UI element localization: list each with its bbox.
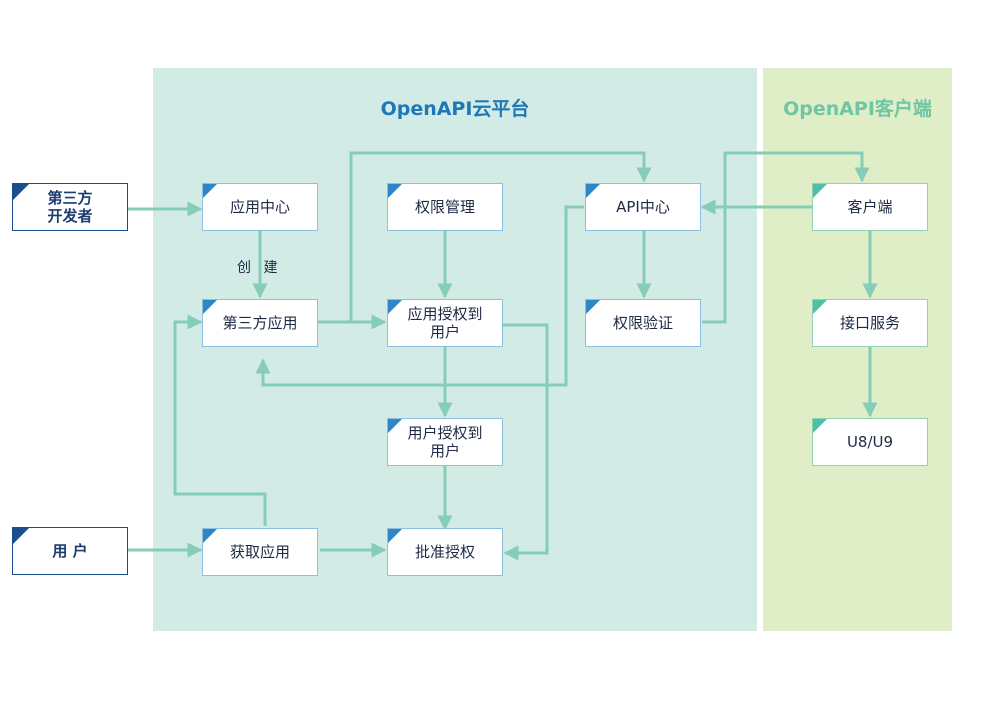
- corner-marker: [203, 184, 217, 198]
- edge-app-auth-to-approve: [503, 323, 549, 561]
- node-u8u9: U8/U9: [812, 418, 928, 466]
- corner-marker: [203, 300, 217, 314]
- node-app-auth-user-line2: 用户: [429, 323, 460, 341]
- node-get-app-label: 获取应用: [229, 543, 290, 561]
- corner-marker: [813, 419, 827, 433]
- node-api-center: API中心: [585, 183, 701, 231]
- node-app-auth-user: 应用授权到 用户: [387, 299, 503, 347]
- corner-marker: [13, 184, 29, 200]
- node-third-party-app-label: 第三方应用: [222, 314, 298, 332]
- node-permission-verify: 权限验证: [585, 299, 701, 347]
- node-u8u9-label: U8/U9: [846, 433, 894, 451]
- corner-marker: [586, 184, 600, 198]
- corner-marker: [13, 528, 29, 544]
- actor-user: 用 户: [12, 527, 128, 575]
- node-app-center: 应用中心: [202, 183, 318, 231]
- corner-marker: [203, 529, 217, 543]
- corner-marker: [388, 529, 402, 543]
- node-user-auth-user: 用户授权到 用户: [387, 418, 503, 466]
- node-permission-mgmt: 权限管理: [387, 183, 503, 231]
- corner-marker: [388, 184, 402, 198]
- node-permission-mgmt-label: 权限管理: [414, 198, 475, 216]
- edge-get-app-to-third-party-app: [173, 314, 267, 526]
- node-user-auth-user-line2: 用户: [429, 442, 460, 460]
- actor-user-label: 用 户: [52, 542, 88, 560]
- actor-developer: 第三方 开发者: [12, 183, 128, 231]
- edge-third-party-app-to-api-center: [318, 151, 652, 324]
- corner-marker: [388, 419, 402, 433]
- node-interface-service-label: 接口服务: [839, 314, 900, 332]
- node-third-party-app: 第三方应用: [202, 299, 318, 347]
- node-interface-service: 接口服务: [812, 299, 928, 347]
- node-client: 客户端: [812, 183, 928, 231]
- corner-marker: [813, 184, 827, 198]
- client-panel: [763, 68, 952, 631]
- node-permission-verify-label: 权限验证: [612, 314, 673, 332]
- node-client-label: 客户端: [847, 198, 893, 216]
- edge-api-center-to-third-party-app: [255, 205, 584, 387]
- node-app-center-label: 应用中心: [229, 198, 290, 216]
- corner-marker: [586, 300, 600, 314]
- actor-developer-line2: 开发者: [47, 207, 93, 225]
- actor-developer-line1: 第三方: [47, 189, 93, 207]
- client-title: OpenAPI客户端: [783, 98, 932, 120]
- edge-permission-verify-to-client: [702, 151, 870, 324]
- cloud-platform-title: OpenAPI云平台: [380, 98, 530, 120]
- node-api-center-label: API中心: [616, 198, 670, 216]
- node-user-auth-user-line1: 用户授权到: [407, 424, 483, 442]
- node-get-app: 获取应用: [202, 528, 318, 576]
- corner-marker: [388, 300, 402, 314]
- corner-marker: [813, 300, 827, 314]
- node-approve-auth-label: 批准授权: [414, 543, 475, 561]
- node-app-auth-user-line1: 应用授权到: [407, 305, 483, 323]
- edge-label-create: 创 建: [237, 260, 282, 276]
- node-approve-auth: 批准授权: [387, 528, 503, 576]
